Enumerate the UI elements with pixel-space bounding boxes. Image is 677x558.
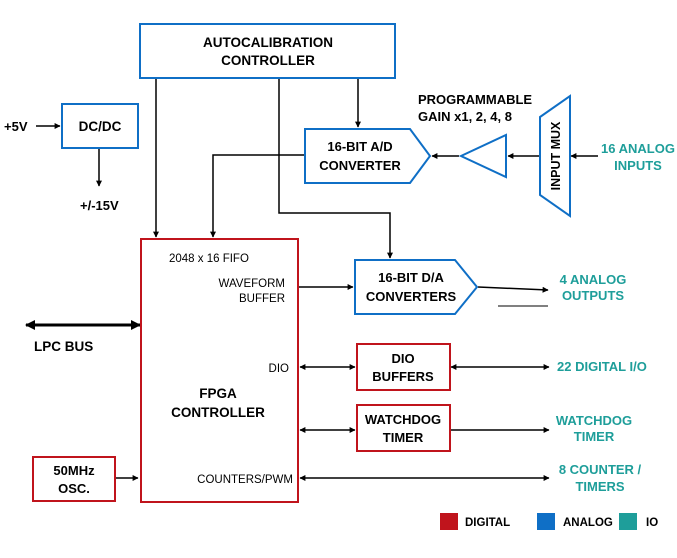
autocal-controller-block: AUTOCALIBRATION CONTROLLER [139,23,396,79]
arrow-adc-to-fpga [210,154,305,238]
fpga-name-line1: FPGA [199,386,237,401]
autocal-line2: CONTROLLER [221,53,315,68]
watchdog-line2: TIMER [383,430,424,445]
legend-digital-label: DIGITAL [465,517,510,529]
pm15v-label: +/-15V [80,198,119,213]
autocal-line1: AUTOCALIBRATION [203,35,333,50]
counter-timers-line2: TIMERS [575,479,624,494]
watchdog-io-line1: WATCHDOG [556,413,632,428]
lpc-bus-label: LPC BUS [34,339,93,354]
legend-digital-swatch [440,513,458,530]
input-mux-block: INPUT MUX [539,94,571,218]
watchdog-io-line2: TIMER [574,429,615,444]
waveform-line2: BUFFER [239,293,285,305]
dac-block: 16-BIT D/A CONVERTERS [354,259,479,315]
osc-line2: OSC. [58,481,90,496]
legend-io-swatch [619,513,637,530]
fpga-name-line2: CONTROLLER [171,405,265,420]
connections [25,78,598,481]
osc-block: 50MHz OSC. [32,456,116,502]
adc-block: 16-BIT A/D CONVERTER [304,128,432,184]
plus5v-label: +5V [4,119,28,134]
waveform-line1: WAVEFORM [219,278,285,290]
digital-io-label: 22 DIGITAL I/O [557,359,647,374]
legend: DIGITAL ANALOG IO [440,513,658,530]
adc-line2: CONVERTER [319,158,401,173]
osc-line1: 50MHz [53,463,95,478]
dcdc-block: DC/DC [61,103,139,149]
dio-buffers-line2: BUFFERS [372,369,434,384]
dac-line1: 16-BIT D/A [378,270,444,285]
pga-triangle-icon [458,133,507,179]
pga-block: PROGRAMMABLE GAIN x1, 2, 4, 8 [418,92,532,179]
analog-inputs-line1: 16 ANALOG [601,141,675,156]
legend-io-label: IO [646,517,658,529]
analog-outputs-line2: OUTPUTS [562,288,624,303]
analog-outputs-line1: 4 ANALOG [560,272,627,287]
adc-line1: 16-BIT A/D [327,139,392,154]
arrow-autocal-to-dac [278,78,393,259]
pga-line1: PROGRAMMABLE [418,92,532,107]
fifo-label: 2048 x 16 FIFO [169,253,249,265]
input-mux-label: INPUT MUX [549,121,563,190]
dac-line2: CONVERTERS [366,289,457,304]
dcdc-label: DC/DC [79,119,122,134]
analog-inputs-line2: INPUTS [614,158,662,173]
watchdog-timer-block: WATCHDOG TIMER [356,404,451,452]
pga-line2: GAIN x1, 2, 4, 8 [418,109,512,124]
counters-pwm-label: COUNTERS/PWM [197,474,293,486]
legend-analog-swatch [537,513,555,530]
dio-buffers-line1: DIO [391,351,414,366]
counter-timers-line1: 8 COUNTER / [559,462,642,477]
watchdog-line1: WATCHDOG [365,412,441,427]
legend-analog-label: ANALOG [563,517,613,529]
fpga-controller-block: 2048 x 16 FIFO WAVEFORM BUFFER DIO FPGA … [140,238,299,503]
arrow-dac-to-outputs [477,286,549,293]
dio-buffers-block: DIO BUFFERS [356,343,451,391]
fpga-dio-label: DIO [269,363,290,375]
